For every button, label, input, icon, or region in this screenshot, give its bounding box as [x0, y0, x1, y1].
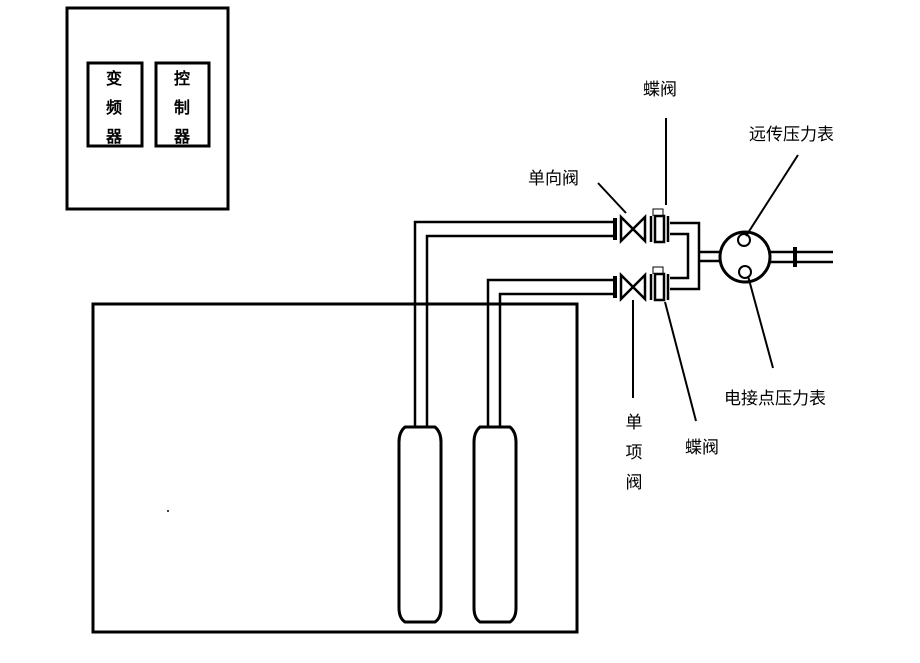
remote-pressure-gauge	[738, 234, 750, 246]
control-cabinet	[67, 8, 228, 209]
gauge-hub	[720, 232, 770, 282]
riser-pipe-1	[415, 222, 613, 427]
controller-label: 控 制 器	[173, 69, 190, 146]
check-valve-top-label: 单向阀	[528, 169, 579, 189]
butterfly-valve-2	[651, 267, 668, 300]
leader-contact-gauge	[748, 276, 773, 368]
output-pipe	[770, 247, 833, 267]
butterfly-valve-1	[651, 209, 668, 242]
riser-pipe-2	[488, 280, 613, 427]
remote-gauge-label: 远传压力表	[749, 125, 834, 145]
check-valve-2	[621, 275, 645, 299]
vfd-label: 变 频 器	[105, 69, 122, 146]
vfd-box	[88, 63, 142, 146]
riser-pipe-2-inner	[500, 294, 613, 427]
controller-box	[156, 63, 209, 146]
pump-1	[399, 427, 441, 622]
butterfly-valve-top-label: 蝶阀	[643, 80, 677, 100]
outlet-manifold	[670, 223, 721, 289]
contact-gauge-label: 电接点压力表	[724, 389, 826, 409]
tank-dot	[167, 510, 169, 512]
leader-remote-gauge	[746, 155, 798, 236]
pump-2	[474, 427, 516, 622]
leader-check-top	[598, 183, 626, 213]
riser-pipe-1-inner	[427, 236, 613, 427]
water-tank	[93, 304, 577, 632]
check-valve-1	[621, 217, 645, 241]
check-valve-bottom-label: 单 项 阀	[625, 413, 643, 493]
butterfly-valve-bottom-label: 蝶阀	[685, 438, 719, 458]
contact-pressure-gauge	[739, 266, 751, 278]
leader-butterfly-bottom	[665, 302, 696, 421]
